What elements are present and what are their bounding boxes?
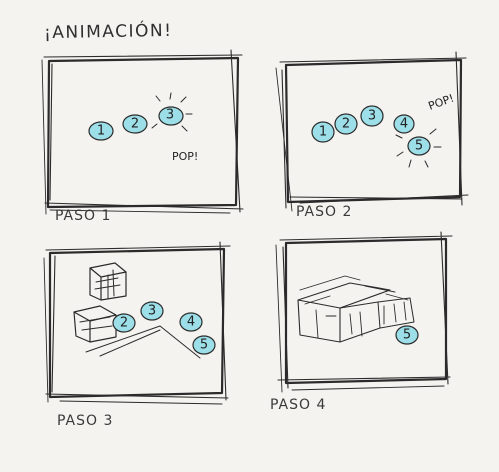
- bubble-1: 1: [88, 121, 114, 141]
- bubble-number: 2: [120, 316, 128, 331]
- panel-2-bubbles: 1 2 3 4 5 POP!: [311, 92, 456, 168]
- bubble-1: 1: [311, 121, 335, 143]
- bubble-5-popping: 5: [395, 128, 442, 168]
- bubble-5: 5: [395, 325, 419, 345]
- bubble-number: 1: [97, 124, 105, 139]
- panel-1-frame: [41, 49, 244, 215]
- bubble-4: 4: [393, 114, 415, 134]
- bubble-5: 5: [192, 335, 216, 355]
- bubble-2: 2: [112, 313, 136, 333]
- panel-2-frame: [275, 51, 469, 212]
- bubble-3: 3: [360, 105, 384, 127]
- bubble-number: 5: [415, 139, 423, 154]
- bubble-2: 2: [334, 113, 358, 135]
- pop-sound-text: POP!: [427, 92, 456, 113]
- bubble-number: 3: [148, 304, 156, 319]
- panel-3-furniture-sketch: [73, 262, 201, 359]
- panel-3-frame: [43, 241, 231, 405]
- panel-4-bubbles: 5: [395, 325, 419, 345]
- step-label-1: PASO 1: [55, 208, 112, 224]
- step-label-2: PASO 2: [296, 204, 353, 220]
- bubble-number: 5: [403, 328, 411, 343]
- bubble-number: 3: [368, 109, 376, 124]
- bubble-number: 4: [400, 117, 408, 132]
- bubble-number: 3: [166, 108, 174, 123]
- step-label-3: PASO 3: [57, 413, 114, 429]
- panel-1-bubbles: 1 2 3 POP!: [88, 92, 198, 163]
- bubble-2: 2: [122, 114, 148, 134]
- pop-sound-text: POP!: [172, 150, 198, 163]
- panel-3-bubbles: 2 3 4 5: [112, 301, 216, 355]
- bubble-number: 2: [131, 117, 139, 132]
- bubble-3: 3: [140, 301, 164, 321]
- bubble-number: 1: [319, 125, 327, 140]
- bubble-3-popping: 3: [151, 92, 193, 132]
- bubble-number: 5: [200, 338, 208, 353]
- bubble-number: 4: [187, 315, 195, 330]
- panel-4-frame: [275, 231, 453, 393]
- step-label-4: PASO 4: [270, 397, 327, 413]
- bubble-number: 2: [342, 117, 350, 132]
- bubble-4: 4: [179, 312, 203, 332]
- panel-4-furniture-sketch: [297, 275, 415, 343]
